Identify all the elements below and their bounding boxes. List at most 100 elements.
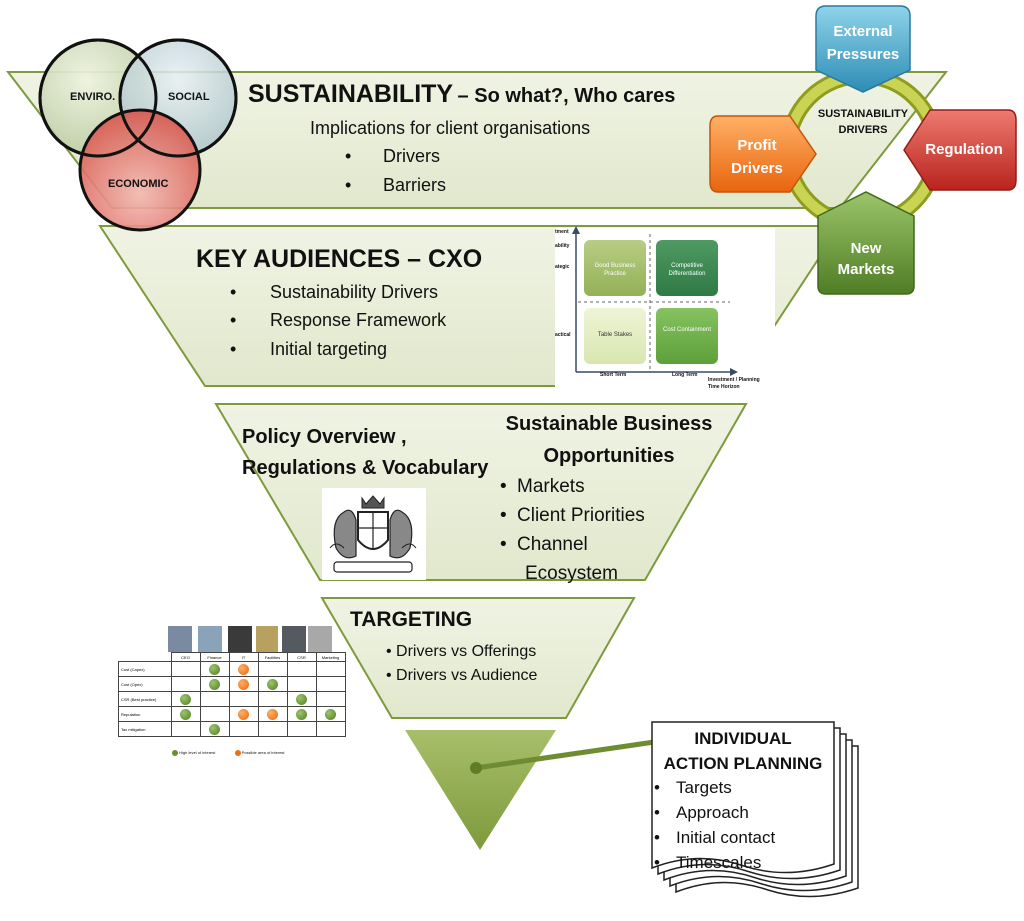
matrix-ylabel-4: actical (555, 332, 571, 338)
grid-row: CSR (Best practice) (118, 691, 346, 707)
tier-4-bullet-2: • Drivers vs Audience (386, 667, 538, 684)
tier-1-line: Implications for client organisations (310, 118, 591, 138)
grid-cell (228, 661, 259, 677)
high-interest-dot (209, 723, 220, 735)
pyramid-tip (405, 730, 556, 850)
drivers-wheel (709, 5, 1017, 295)
grid-row: Reputation (118, 706, 346, 722)
tier-3-bullet-3: •Channel (500, 534, 588, 555)
matrix-cell-cost-containment: Cost Containment (662, 327, 712, 333)
grid-row: Cost (Capex) (118, 661, 346, 677)
col-finance: Finance (199, 652, 230, 662)
possible-interest-dot (267, 708, 278, 720)
matrix-ylabel-3: ategic (555, 264, 570, 270)
matrix-ylabel-2: ability (555, 243, 570, 249)
grid-cell (257, 691, 288, 707)
grid-cell (286, 691, 317, 707)
matrix-xlabel-long: Long Term (672, 372, 698, 378)
high-interest-dot (209, 678, 220, 690)
matrix-cell-good-business-practice: Good Business Practice (594, 263, 636, 277)
legend-orange-dot (234, 750, 241, 756)
venn-economic-label: ECONOMIC (108, 178, 169, 190)
grid-legend: High level of interest Possible area of … (172, 750, 285, 756)
action-pages (651, 721, 859, 898)
regulation-label: Regulation (925, 141, 1003, 158)
venn-social-label: SOCIAL (168, 91, 210, 103)
matrix-xlabel-short: Short Term (600, 372, 627, 378)
grid-cell (257, 661, 288, 677)
col-marketing: Marketing (315, 652, 346, 662)
action-bullet-1: •Targets (654, 778, 732, 797)
grid-row: Tax mitigation (118, 721, 346, 737)
col-it: IT (228, 652, 259, 662)
grid-cell (199, 721, 230, 737)
grid-row-label: Cost (Opex) (118, 676, 172, 692)
grid-cell (170, 706, 201, 722)
tier-3-bullets: •Markets •Client Priorities •Channel Eco… (500, 472, 645, 588)
high-interest-dot (296, 708, 307, 720)
matrix-cell-competitive-differentiation: Competitive Differentiation (668, 263, 706, 277)
connector-line (475, 737, 669, 771)
coat-of-arms-emblem (322, 488, 426, 580)
grid-cell (199, 706, 230, 722)
tier-2-bullet-2: •Response Framework (230, 310, 447, 330)
tier-1-bullet-1: •Drivers (345, 146, 440, 166)
grid-cell (286, 706, 317, 722)
possible-interest-dot (238, 678, 249, 690)
grid-cell (199, 661, 230, 677)
grid-cell (228, 721, 259, 737)
grid-cell (315, 721, 346, 737)
grid-row-label: CSR (Best practice) (118, 691, 172, 707)
grid-cell (257, 721, 288, 737)
response-matrix (555, 226, 775, 388)
tier-3-bullet-2: •Client Priorities (500, 505, 645, 526)
tier-4-title: TARGETING (350, 608, 473, 631)
tier-1-heading: SUSTAINABILITY – So what?, Who cares (248, 80, 675, 109)
tier-3-left-title: Policy Overview ,Regulations & Vocabular… (242, 426, 489, 479)
tier-1-bullet-2: •Barriers (345, 175, 447, 195)
grid-cell (286, 661, 317, 677)
tier-1-subtitle: – So what?, Who cares (457, 85, 676, 107)
possible-interest-dot (238, 708, 249, 720)
grid-cell (286, 676, 317, 692)
venn-diagram (38, 38, 238, 232)
grid-cell (170, 676, 201, 692)
matrix-ylabel-1: tment (555, 229, 569, 235)
tier-3-bullet-3-cont: Ecosystem (525, 563, 618, 584)
grid-cell (315, 691, 346, 707)
grid-cell (257, 676, 288, 692)
high-interest-dot (296, 693, 307, 705)
high-interest-dot (325, 708, 336, 720)
tier-2-bullet-1: •Sustainability Drivers (230, 282, 439, 302)
tier-2-bullet-3: •Initial targeting (230, 339, 388, 359)
tier-4-bullets: • Drivers vs Offerings • Drivers vs Audi… (386, 640, 537, 688)
connector-dot (470, 762, 482, 774)
grid-cell (228, 706, 259, 722)
grid-cell (228, 691, 259, 707)
grid-cell (257, 706, 288, 722)
grid-row-label: Reputation (118, 706, 172, 722)
grid-cell (170, 691, 201, 707)
grid-row-label: Tax mitigation (118, 721, 172, 737)
grid-cell (170, 661, 201, 677)
high-interest-dot (180, 693, 191, 705)
stakeholder-grid (168, 626, 332, 652)
matrix-cell-table-stakes: Table Stakes (597, 332, 633, 338)
venn-enviro-label: ENVIRO. (70, 91, 116, 103)
grid-row-label: Cost (Capex) (118, 661, 172, 677)
action-bullets: •Targets •Approach •Initial contact •Tim… (654, 775, 775, 875)
grid-cell (315, 676, 346, 692)
action-bullet-2: •Approach (654, 803, 749, 822)
tier-3-bullet-1: •Markets (500, 476, 585, 497)
tier-4-bullet-1: • Drivers vs Offerings (386, 643, 537, 660)
grid-cell (315, 661, 346, 677)
high-interest-dot (209, 663, 220, 675)
